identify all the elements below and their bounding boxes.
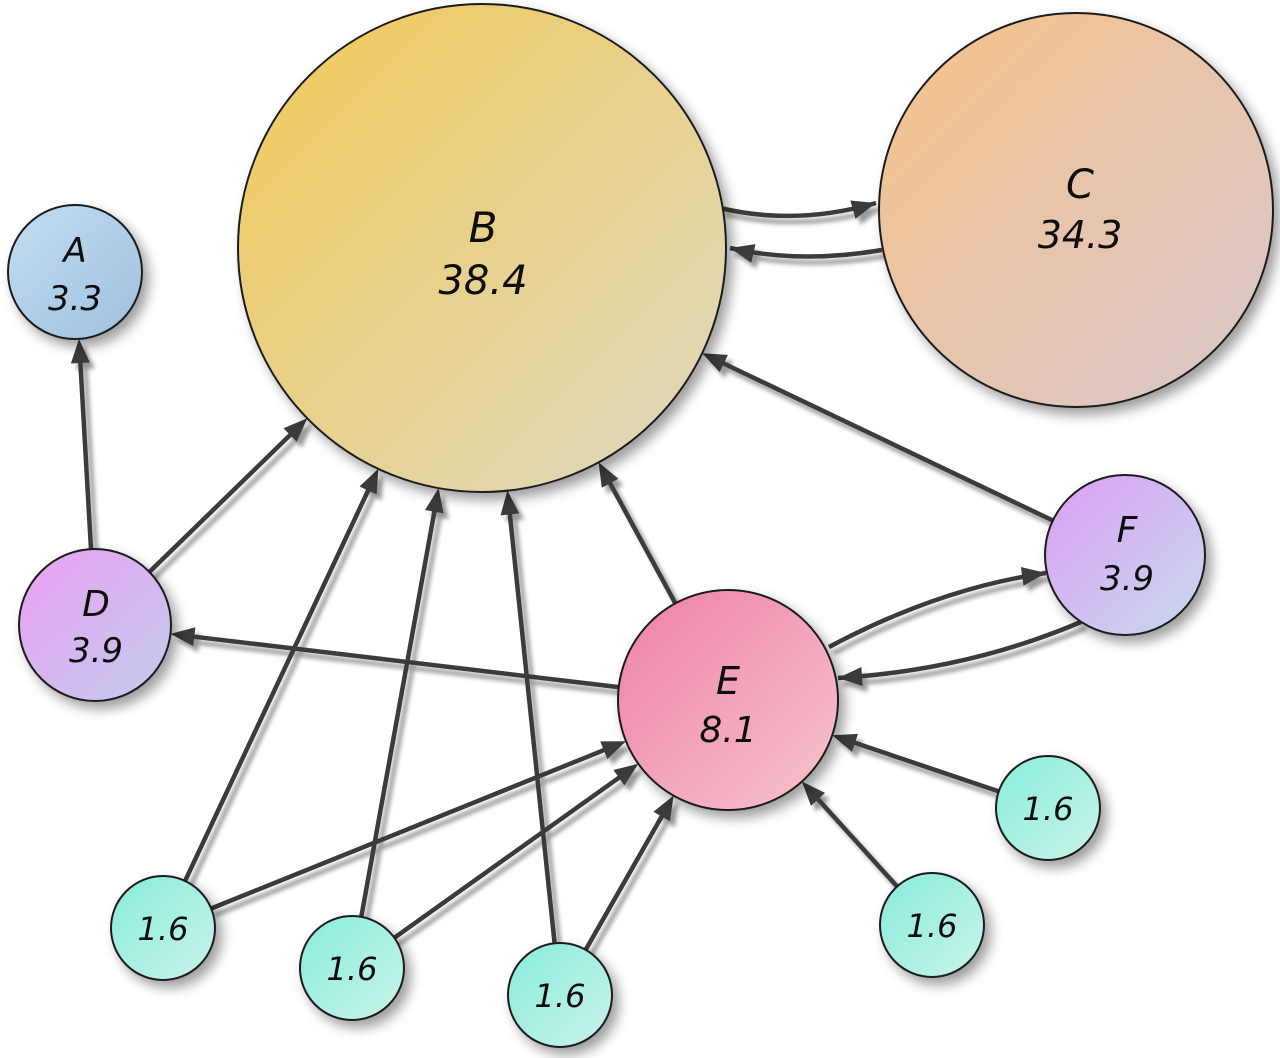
edge-g5-to-e [832,733,1001,794]
edge-b-to-c [719,200,877,219]
edge-g4-to-e [801,781,900,889]
node-g5-circle [995,755,1101,861]
node-b-circle [237,3,727,493]
edge-arrowhead [832,733,858,752]
edge-arrowhead [598,462,619,488]
edge-arrowhead [70,339,90,364]
node-g4-value: 1.6 [907,907,958,945]
edge-f-to-b [702,353,1056,523]
node-f: F 3.9 [1044,474,1206,636]
node-b-value: 38.4 [438,258,527,304]
node-g1-circle [110,875,216,981]
node-e: E 8.1 [617,589,839,811]
node-g1-value: 1.6 [138,910,189,948]
edge-line [147,424,301,575]
edge-arrowhead [600,741,626,759]
edge-arrowhead [425,488,444,514]
node-c: C 34.3 [878,12,1274,408]
edge-arrowhead [850,200,876,219]
edge-arrowhead [838,667,863,686]
edge-arrowhead [730,244,756,263]
edge-line [506,500,557,946]
node-g3-value: 1.6 [535,977,586,1015]
edge-d-to-b [147,418,308,575]
edge-arrowhead [283,418,308,442]
node-f-circle [1044,474,1206,636]
node-g3-circle [507,942,613,1048]
edge-line [841,736,1001,794]
node-e-label: E [716,659,740,703]
node-a-label: A [61,231,86,271]
node-g2-value: 1.6 [327,950,378,988]
edge-line [180,633,622,690]
edge-g1-to-e [208,741,626,911]
edge-f-to-e [837,619,1082,686]
node-g2-circle [299,915,405,1021]
edges-layer [70,200,1082,953]
edge-g2-to-b [359,488,444,920]
edge-line [182,477,376,884]
node-d-value: 3.9 [69,631,123,671]
node-g2: 1.6 [299,915,405,1021]
edge-line [710,356,1056,523]
node-e-circle [617,589,839,811]
edge-arrowhead [702,353,728,373]
node-d-circle [18,548,172,702]
edge-line [208,743,618,911]
node-e-value: 8.1 [699,710,756,751]
node-f-label: F [1117,510,1139,551]
edge-arrowhead [653,795,674,822]
node-g1: 1.6 [110,875,216,981]
edge-e-to-b [598,462,678,606]
node-g5-value: 1.6 [1023,790,1074,828]
node-b: B 38.4 [237,3,727,493]
edge-g1-to-b [182,468,379,884]
node-f-value: 3.9 [1100,559,1154,599]
node-a-circle [7,204,143,340]
node-c-circle [878,12,1274,408]
edge-line [807,788,900,889]
node-c-value: 34.3 [1038,213,1123,257]
edge-arrowhead [613,763,639,786]
node-d-label: D [82,584,110,625]
node-g3: 1.6 [507,942,613,1048]
edge-line [392,768,631,941]
edge-line [837,619,1082,681]
edge-arrowhead [1020,567,1046,586]
edge-g3-to-b [500,490,557,946]
edge-c-to-b [729,244,883,263]
edge-g3-to-e [583,795,674,953]
edge-arrowhead [359,468,379,495]
edge-line [77,348,94,552]
node-g5: 1.6 [995,755,1101,861]
nodes-layer: B 38.4 C 34.3 A 3.3 D 3.9 E 8.1 F 3.9 [7,3,1274,1048]
edge-e-to-f [827,567,1047,649]
edge-line [583,803,670,953]
edge-line [359,497,439,920]
node-g4-circle [879,872,985,978]
edge-line [827,570,1047,649]
edge-g2-to-e [392,763,639,941]
node-d: D 3.9 [18,548,172,702]
edge-arrowhead [801,781,825,806]
edge-line [602,470,678,606]
edge-d-to-a [70,339,94,552]
node-a: A 3.3 [7,204,143,340]
edge-arrowhead [500,490,520,516]
node-a-value: 3.3 [48,279,102,319]
node-b-label: B [469,203,498,252]
node-g4: 1.6 [879,872,985,978]
node-c-label: C [1066,162,1094,208]
edge-arrowhead [170,627,196,647]
edge-e-to-d [170,627,622,690]
